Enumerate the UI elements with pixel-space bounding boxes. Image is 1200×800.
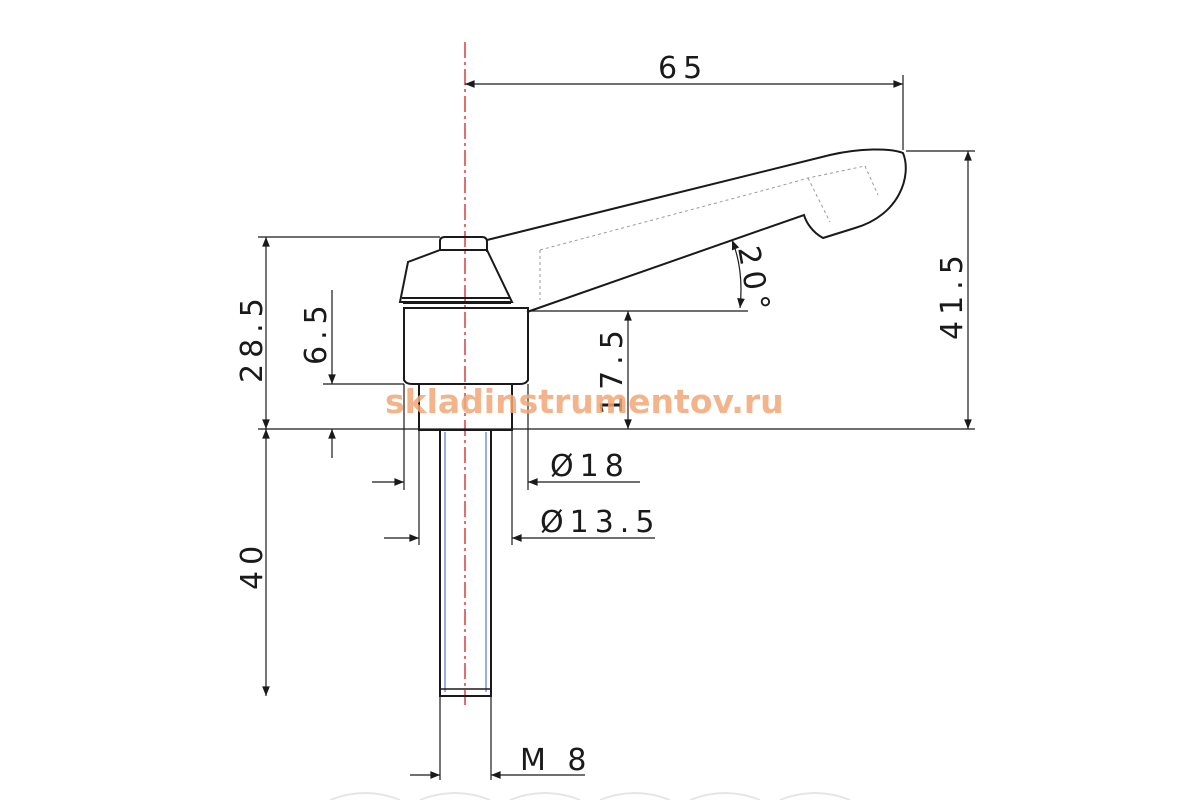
hidden-lines — [539, 165, 879, 300]
dim-step-height: 6.5 — [299, 299, 334, 365]
dim-stud-length: 40 — [235, 540, 270, 590]
dim-diameter-outer: Ø18 — [550, 449, 630, 484]
dim-length: 65 — [658, 51, 708, 86]
dim-diameter-inner: Ø13.5 — [540, 505, 660, 540]
collar — [403, 307, 529, 385]
dim-total-height: 41.5 — [935, 249, 970, 340]
bottom-decor — [329, 792, 851, 800]
threaded-stud — [439, 429, 492, 697]
dim-lever-base-height: 17.5 — [595, 324, 630, 415]
hub-head — [398, 249, 514, 303]
dimension-lines — [262, 80, 972, 779]
lever-arm — [486, 148, 907, 313]
watermark-text: skladinstrumentov.ru — [385, 382, 784, 421]
dim-handle-height: 28.5 — [235, 292, 270, 383]
extension-lines — [258, 75, 975, 780]
dim-thread: M 8 — [520, 743, 593, 778]
dim-angle: 20° — [730, 243, 777, 319]
part-outline — [398, 148, 907, 697]
top-cap — [439, 236, 488, 252]
stud-thread-lines — [444, 432, 487, 692]
dim-arc-angle — [731, 239, 745, 309]
